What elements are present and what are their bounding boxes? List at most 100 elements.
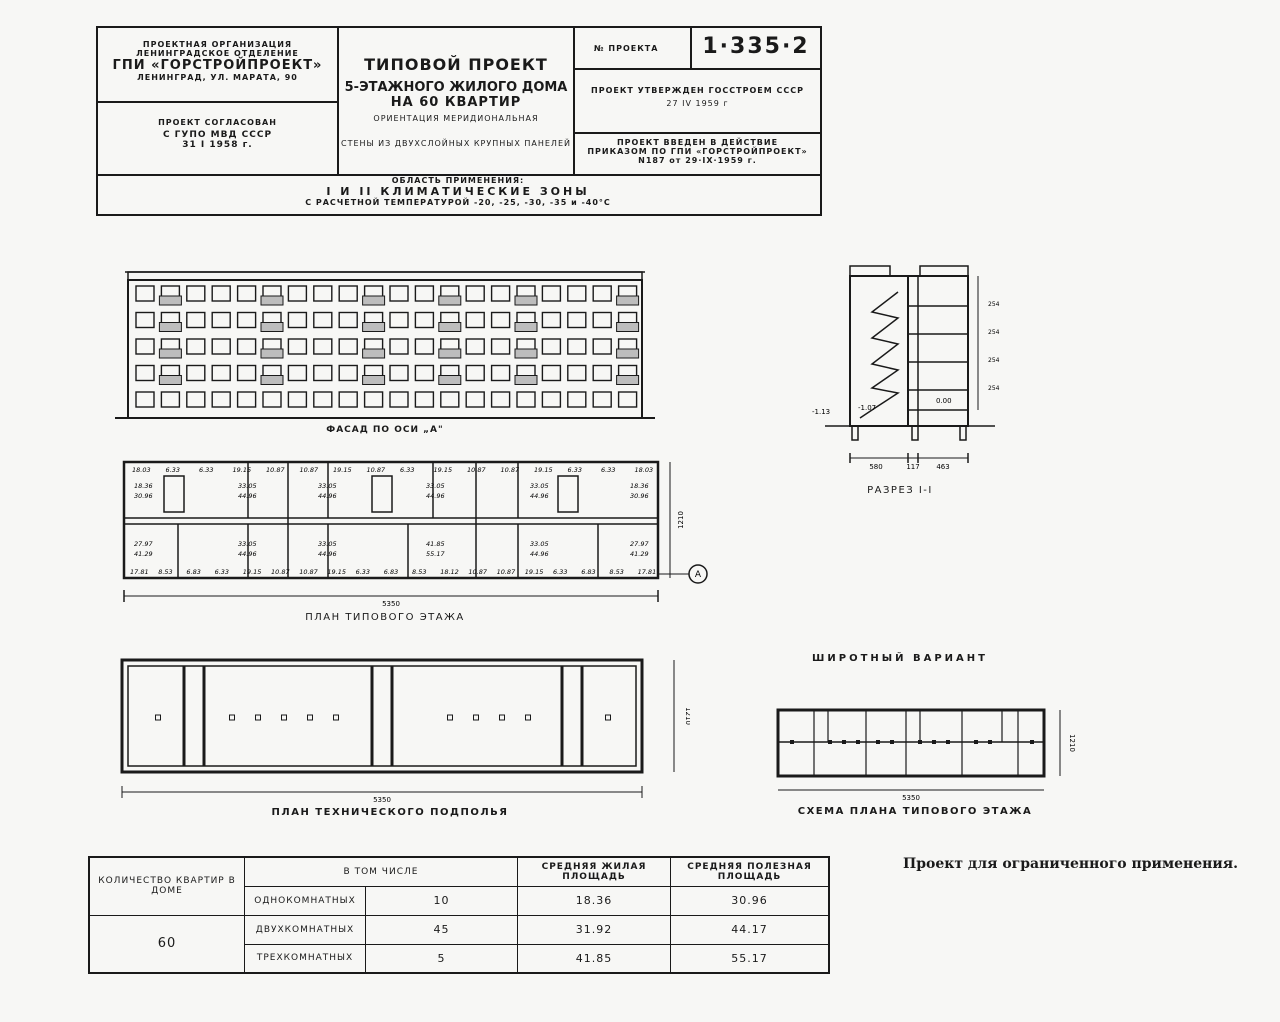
plan-area-label: 6.33 bbox=[601, 466, 615, 474]
facade-window bbox=[541, 364, 562, 382]
plan-area-label: 10.87 bbox=[501, 466, 520, 474]
plan-area-label: 6.83 bbox=[186, 568, 200, 576]
facade-window bbox=[338, 391, 358, 408]
facade-window bbox=[287, 338, 308, 355]
basement-plan-caption: ПЛАН ТЕХНИЧЕСКОГО ПОДПОЛЬЯ bbox=[271, 807, 509, 818]
facade-window bbox=[592, 338, 612, 355]
plan-area-label: 10.87 bbox=[299, 568, 318, 576]
plan-apartment-labels: 18.3630.9633.0544.9633.0544.9633.0544.96… bbox=[134, 482, 649, 558]
facade-window bbox=[363, 391, 384, 408]
enacted-block: ПРОЕКТ ВВЕДЕН В ДЕЙСТВИЕ ПРИКАЗОМ ПО ГПИ… bbox=[575, 138, 820, 165]
plan-area-label: 10.87 bbox=[367, 466, 386, 474]
basement-length-dim: 5350 bbox=[373, 796, 391, 804]
facade-window bbox=[135, 338, 155, 355]
schema-column bbox=[1030, 740, 1034, 744]
facade-window bbox=[186, 311, 206, 329]
facade-window bbox=[541, 338, 562, 355]
facade-window bbox=[389, 338, 409, 355]
agreed-line-3: 31 I 1958 г. bbox=[182, 140, 253, 150]
living-area-header: СРЕДНЯЯ ЖИЛАЯ ПЛОЩАДЬ bbox=[517, 856, 671, 887]
floor-height-4: 254 bbox=[988, 385, 1000, 392]
facade-balcony bbox=[514, 348, 538, 359]
facade-balcony bbox=[438, 348, 462, 359]
basement-column bbox=[447, 714, 453, 721]
row-living: 18.36 bbox=[517, 885, 671, 916]
facade-balcony bbox=[260, 295, 284, 306]
facade-balcony bbox=[362, 375, 386, 385]
apartment-living-area: 33.05 bbox=[530, 482, 549, 490]
facade-window bbox=[592, 364, 612, 382]
schema-width-dim: 1210 bbox=[1068, 734, 1076, 752]
apartment-stats-table: КОЛИЧЕСТВО КВАРТИР В ДОМЕ В ТОМ ЧИСЛЕ СР… bbox=[88, 856, 830, 974]
apartment-living-area: 18.36 bbox=[630, 482, 649, 490]
facade-window bbox=[211, 311, 231, 329]
divider bbox=[337, 26, 339, 174]
plan-area-label: 18.03 bbox=[635, 466, 654, 474]
title-line-3: НА 60 КВАРТИР bbox=[390, 95, 522, 110]
plan-area-label: 19.15 bbox=[233, 466, 252, 474]
facade-window bbox=[287, 364, 308, 382]
facade-window bbox=[236, 285, 257, 302]
plan-area-label: 6.83 bbox=[384, 568, 398, 576]
apartment-living-area: 18.36 bbox=[134, 482, 153, 490]
facade-window bbox=[414, 338, 435, 355]
facade-window bbox=[236, 391, 257, 408]
floor-plan-caption: ПЛАН ТИПОВОГО ЭТАЖА bbox=[305, 612, 465, 623]
plan-width-dim: 1210 bbox=[677, 511, 685, 529]
facade-window bbox=[389, 285, 409, 302]
plan-length-dim: 5350 bbox=[382, 600, 400, 608]
apartment-useful-area: 44.96 bbox=[530, 492, 549, 500]
facade-window bbox=[338, 338, 358, 355]
plan-area-label: 8.53 bbox=[609, 568, 623, 576]
facade-window bbox=[414, 311, 435, 329]
facade-window bbox=[490, 285, 511, 302]
apartment-living-area: 27.97 bbox=[134, 540, 153, 548]
plan-area-label: 10.87 bbox=[467, 466, 486, 474]
facade-window bbox=[186, 391, 206, 408]
schema-column bbox=[828, 740, 832, 744]
facade-window bbox=[236, 338, 257, 355]
table-row: ТРЕХКОМНАТНЫХ 5 41.85 55.17 bbox=[89, 943, 830, 974]
facade-balcony bbox=[260, 375, 284, 385]
facade-window bbox=[516, 391, 536, 408]
schema-column bbox=[842, 740, 846, 744]
facade-window bbox=[592, 391, 612, 408]
scope-block: ОБЛАСТЬ ПРИМЕНЕНИЯ: I И II КЛИМАТИЧЕСКИЕ… bbox=[98, 176, 818, 207]
plan-area-label: 6.33 bbox=[166, 466, 180, 474]
apartment-useful-area: 41.29 bbox=[630, 550, 649, 558]
latitude-variant-caption: ШИРОТНЫЙ ВАРИАНТ bbox=[812, 653, 988, 664]
facade-balcony bbox=[158, 375, 182, 385]
axis-a-label: А bbox=[695, 570, 702, 580]
basement-plan-drawing: 5350 1210 bbox=[120, 658, 690, 804]
facade-window bbox=[541, 285, 562, 302]
facade-window bbox=[465, 311, 485, 329]
apartment-useful-area: 30.96 bbox=[134, 492, 153, 500]
facade-balcony bbox=[616, 375, 640, 385]
facade-window bbox=[338, 285, 358, 302]
facade-balcony bbox=[514, 295, 538, 306]
plan-area-label: 10.87 bbox=[497, 568, 516, 576]
basement-column bbox=[255, 714, 261, 721]
facade-window bbox=[287, 285, 308, 302]
agreed-line-1: ПРОЕКТ СОГЛАСОВАН bbox=[158, 118, 277, 127]
plan-top-area-labels: 18.03 6.33 6.33 19.15 10.87 10.87 19.15 10.87 6.… bbox=[132, 466, 653, 474]
title-block-frame bbox=[96, 26, 822, 216]
divider bbox=[96, 101, 337, 103]
plan-area-label: 6.33 bbox=[199, 466, 213, 474]
divider bbox=[96, 174, 820, 176]
facade-balcony bbox=[260, 348, 284, 359]
apartment-useful-area: 44.96 bbox=[426, 492, 445, 500]
schema-column bbox=[932, 740, 936, 744]
plan-area-label: 18.12 bbox=[440, 568, 459, 576]
row-useful: 44.17 bbox=[670, 914, 830, 945]
agreed-line-2: С ГУПО МВД СССР bbox=[162, 130, 273, 140]
schema-column bbox=[988, 740, 992, 744]
facade-window bbox=[186, 364, 206, 382]
plan-area-label: 17.81 bbox=[638, 568, 657, 576]
plan-area-label: 19.15 bbox=[333, 466, 352, 474]
project-title-block: ТИПОВОЙ ПРОЕКТ 5-ЭТАЖНОГО ЖИЛОГО ДОМА НА… bbox=[339, 55, 573, 148]
plan-area-label: 17.81 bbox=[130, 568, 149, 576]
facade-balcony bbox=[158, 322, 182, 332]
facade-balcony bbox=[260, 322, 284, 332]
apartment-useful-area: 44.96 bbox=[318, 550, 337, 558]
